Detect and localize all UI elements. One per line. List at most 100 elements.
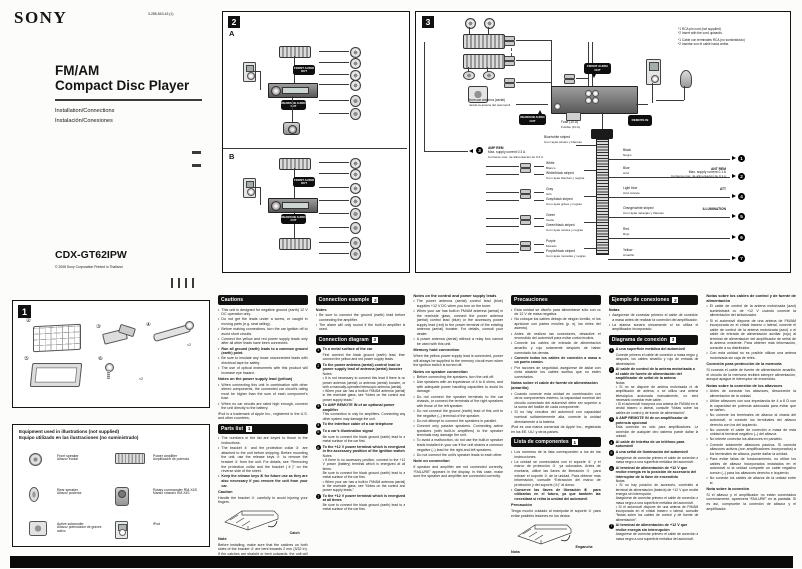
rca-plug [504, 61, 515, 66]
wire-color-es: Gris [546, 191, 552, 196]
bullet-text: Be sure to insulate any loose unconnecte… [221, 356, 308, 365]
bullet-marker: • [706, 304, 708, 309]
paragraph: Tenga mucho cuidado al manipular el sopo… [511, 509, 601, 518]
rca-plug [520, 189, 531, 194]
wire-color-es: Con rayas moradas y negras [546, 253, 586, 258]
rca-plug [564, 79, 575, 84]
bullet-item: •Si no hay circuitos del automóvil con c… [511, 410, 601, 424]
ipod [243, 178, 256, 198]
rca-plug-pair [520, 215, 532, 225]
section-header-badge: 1 [246, 425, 253, 432]
bullet-text: Utilice altavoces con una impedancia de … [709, 398, 797, 413]
front-speaker [350, 70, 361, 81]
bullet-item: •La unidad se comercializa con el soport… [511, 460, 601, 488]
sub-heading: Conexión para protección de la memoria [706, 361, 782, 367]
bullet-item: •Conecte solamente altavoces pasivos. Si… [706, 443, 796, 457]
bullet-item: •When connecting this unit in combinatio… [218, 383, 308, 401]
wire-line [534, 199, 544, 201]
equipment-icon-amp [115, 453, 145, 464]
bullet-item: •Do not attempt to connect the speakers … [413, 419, 503, 424]
bullet-item: •Conecte todos los cables de conexión a … [511, 356, 601, 365]
rca-jack [592, 97, 599, 104]
section-header-label: Ejemplo de conexiones [611, 297, 670, 303]
bullet-marker: • [511, 341, 513, 346]
wire-note-es: Corriente máx. de alimentación de 0,1 A [670, 174, 726, 178]
equipment-label: iPod [153, 522, 205, 526]
wire-line [319, 186, 349, 188]
wire-arrow [732, 234, 736, 239]
wire-callout-6: 6 [738, 234, 745, 241]
rca-plug [520, 168, 531, 173]
rear-sub-audio-out-callout: REAR/SUB AUDIO OUT [519, 114, 546, 125]
bullet-marker: • [511, 449, 513, 454]
bullet-text: The bracket ② and the protection collar … [221, 446, 308, 474]
subtitle-es: Instalación/Conexiones [55, 117, 113, 124]
equipment-label-es: Amplificador de potencia [153, 457, 190, 462]
model-number: CDX-GT62IPW [55, 249, 127, 261]
bullet-marker: • [608, 322, 610, 327]
connection-item-title: To a metal surface of the car [322, 347, 373, 352]
bullet-text: The alarm will only sound if the built-i… [319, 322, 406, 332]
bullet-text: Before connecting the speakers, turn the… [416, 375, 495, 380]
bullet-text: No intente conectar los altavoces en par… [709, 437, 783, 442]
bullet-text: Connect the yellow and red power supply … [221, 336, 308, 346]
wire-line [319, 161, 349, 163]
footnote: *2 Insert with the cord upwards. [678, 31, 723, 36]
wire-line [319, 241, 349, 243]
bullet-item: •Use speakers with an impedance of 4 to … [413, 380, 503, 394]
harness-connector [591, 129, 613, 139]
bullet-item: •Con esta unidad no es posible utilizar … [706, 351, 796, 360]
bullet-marker: • [608, 312, 610, 317]
bullet-marker: • [218, 356, 220, 361]
bullet-text: Si el automóvil dispone de una antena de… [709, 318, 797, 351]
sub-heading: Notas sobre los cables de control y de f… [706, 292, 796, 303]
connection-item-line: • Si no se dispone de antena motorizada … [615, 385, 699, 402]
bullet-marker: • [706, 437, 708, 442]
bullet-item: •The numbers in the list are keyed to th… [218, 436, 308, 445]
connection-item-number: 4 [608, 439, 615, 446]
bullet-text: Para evitar fallas de funcionamiento, no… [709, 457, 797, 475]
wire-line [486, 191, 519, 193]
wire-line [486, 173, 519, 175]
copyright: © 2008 Sony Corporation Printed in Thail… [55, 265, 123, 269]
wire-color-en: Black [623, 148, 632, 152]
connection-item-line: Notes [322, 372, 332, 376]
connection-item-title: A AMP REMOTE IN de un amplificador de po… [615, 416, 688, 425]
bullet-marker: • [218, 446, 220, 451]
rca-plug-pair [520, 163, 532, 173]
wire-note-en: Max. supply current 0.1 A [688, 170, 726, 174]
bullet-item: •When your car has built-in FM/AM antenn… [413, 309, 503, 337]
bullet-marker: • [218, 336, 220, 341]
fuse-label-en: Fuse (10 A) [561, 120, 579, 124]
catch-label: Catch [289, 531, 300, 536]
wire-line [319, 99, 349, 101]
part-bracket [33, 323, 81, 353]
wire-color-es: Con rayas verdes y negras [546, 227, 583, 232]
bullet-marker: • [413, 337, 415, 342]
equipment-icon-roundspk [29, 453, 42, 466]
bullet-item: •The bracket ② and the protection collar… [218, 446, 308, 474]
part-number-5: ⑤ [24, 356, 29, 362]
bullet-item: •Be sure to insulate any loose unconnect… [218, 356, 308, 365]
wire-line [534, 173, 544, 175]
bullet-item: •Conecte los cables de entrada de alimen… [511, 341, 601, 355]
section-badge-3: 3 [422, 16, 434, 28]
wire-color-en: Gray [546, 187, 554, 191]
wire-line [576, 145, 596, 146]
bullet-item: •The power antenna (aerial) control lead… [413, 299, 503, 308]
wire-callout-7: 7 [738, 255, 745, 262]
wire-line [534, 191, 544, 193]
front-speaker [350, 183, 361, 194]
bullet-text: Before making connections, turn the car … [221, 327, 308, 336]
rear-speaker [350, 108, 361, 120]
wire-color-es: Con rayas naranjas y blancas [623, 210, 664, 215]
connection-item-line: Notas [615, 380, 625, 385]
wire-color-en: Gray/black striped [546, 197, 573, 201]
amp-rem-arrow [469, 148, 473, 153]
